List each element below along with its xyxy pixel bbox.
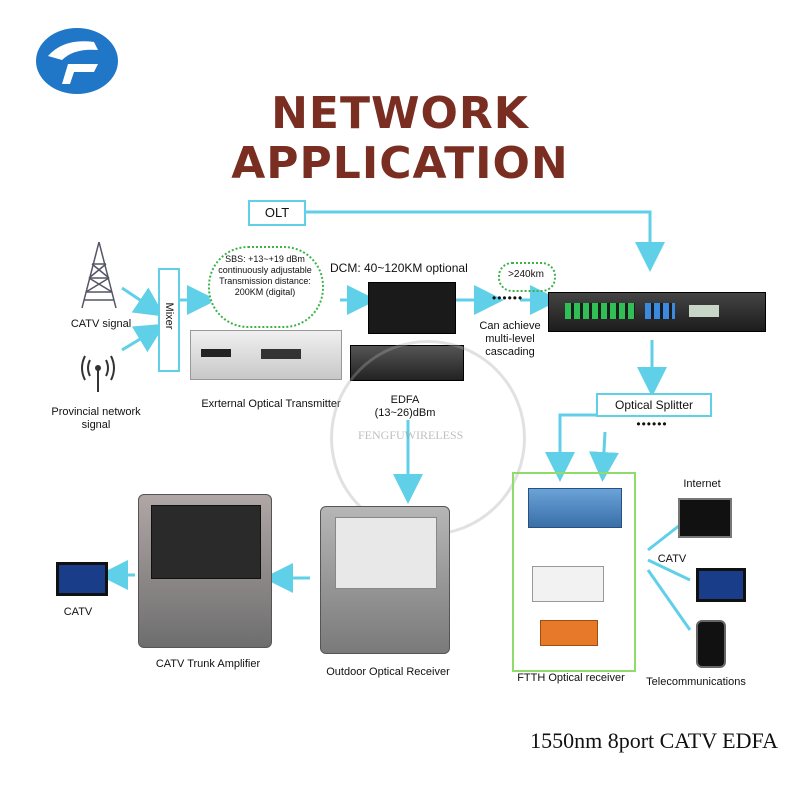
ftth-receiver-1 — [528, 488, 622, 528]
laptop-icon — [678, 498, 732, 538]
dots-cascade: •••••• — [492, 292, 522, 305]
ftth-receiver-2 — [532, 566, 604, 602]
ftth-receiver-3 — [540, 620, 598, 646]
mixer-label: Mixer — [163, 277, 175, 355]
outdoor-rx-label: Outdoor Optical Receiver — [308, 666, 468, 679]
optical-splitter-box: Optical Splitter — [596, 393, 712, 417]
catv-right-label: CATV — [652, 553, 692, 566]
phone-icon — [696, 620, 726, 668]
transmitter-label: Exrternal Optical Transmitter — [186, 398, 356, 411]
telecom-label: Telecommunications — [636, 676, 756, 689]
cascading-label: Can achieve multi-level cascading — [470, 320, 550, 359]
internet-label: Internet — [672, 478, 732, 491]
provincial-label: Provincial network signal — [46, 406, 146, 432]
catv-left-label: CATV — [50, 606, 106, 619]
outdoor-optical-receiver — [320, 506, 450, 654]
antenna-icon — [80, 352, 116, 397]
edfa-rack-unit — [548, 292, 766, 332]
dcm-module — [368, 282, 456, 334]
gt240-label: >240km — [500, 268, 552, 281]
product-caption: 1550nm 8port CATV EDFA — [530, 728, 778, 754]
trunk-amp-label: CATV Trunk Amplifier — [128, 658, 288, 671]
sbs-note: SBS: +13~+19 dBm continuously adjustable… — [218, 254, 312, 298]
catv-trunk-amplifier — [138, 494, 272, 648]
catv-signal-label: CATV signal — [56, 318, 146, 331]
olt-box: OLT — [248, 200, 306, 226]
dcm-label: DCM: 40~120KM optional — [330, 262, 510, 275]
watermark-text: FENGFUWIRELESS — [358, 428, 463, 443]
splitter-dots: •••••• — [632, 418, 672, 431]
ftth-label: FTTH Optical receiver — [506, 672, 636, 685]
tower-icon — [74, 240, 124, 315]
mixer-box: Mixer — [158, 268, 180, 372]
tv-icon-left — [56, 562, 108, 596]
optical-transmitter — [190, 330, 342, 380]
tv-icon-right — [696, 568, 746, 602]
